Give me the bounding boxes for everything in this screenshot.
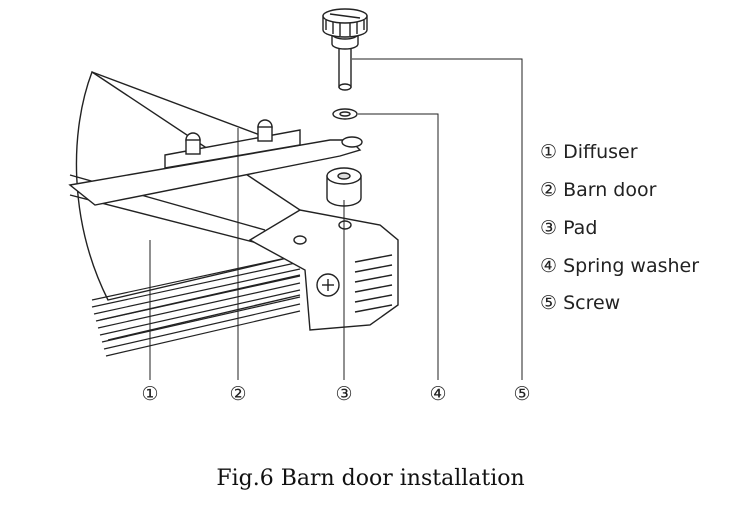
callout-1: ① [141, 383, 159, 405]
corner-cap [248, 209, 399, 331]
callout-3: ③ [335, 383, 353, 405]
callout-5: ⑤ [513, 383, 531, 405]
legend-item-pad: ③ Pad [540, 217, 598, 239]
callout-2: ② [229, 383, 247, 405]
legend-item-barn-door: ② Barn door [540, 179, 657, 201]
pad [326, 167, 362, 207]
callout-4: ④ [429, 383, 447, 405]
spring-washer [332, 108, 358, 120]
legend-item-spring-washer: ④ Spring washer [540, 255, 700, 277]
leader-lines [149, 58, 523, 380]
legend-item-diffuser: ① Diffuser [540, 141, 638, 163]
figure-caption: Fig.6 Barn door installation [216, 466, 525, 491]
fins [91, 254, 301, 357]
screw [322, 8, 368, 91]
barn-door-plate [68, 119, 363, 206]
legend-item-screw: ⑤ Screw [540, 292, 621, 314]
diffuser-panel [69, 70, 301, 341]
